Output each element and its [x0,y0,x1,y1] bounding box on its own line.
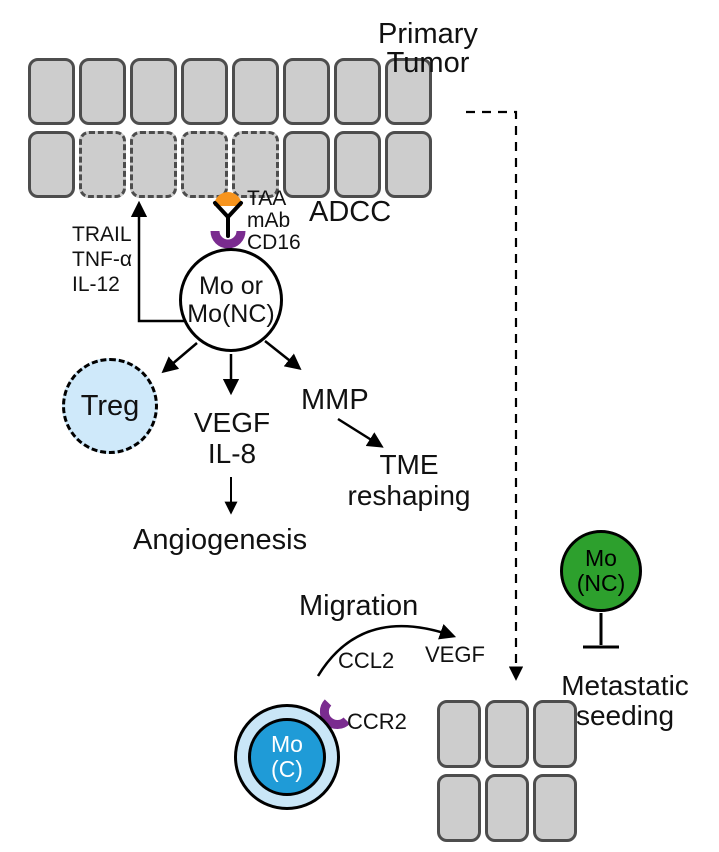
vegf-small-label: VEGF [425,642,485,667]
cytokine-list: TRAIL TNF-α IL-12 [72,223,132,298]
adcc-label: ADCC [309,196,392,228]
tumor-cell [181,58,228,125]
tumor-cell [283,131,330,198]
tumor-cell [437,774,481,842]
tumor-cell [334,131,381,198]
treg-circle: Treg [62,358,158,454]
monocyte-label-line2: Mo(NC) [187,300,275,328]
dying-tumor-cell [181,131,228,198]
tumor-cell [28,58,75,125]
mo-c-label-line1: Mo [271,730,303,757]
taa-label: TAA [247,187,287,210]
tme-reshaping-label: TME reshaping [347,449,471,512]
ccr2-label: CCR2 [347,709,407,734]
mo-nc-label-line1: Mo [585,544,617,571]
monocyte-label-line1: Mo or [199,272,263,300]
mab-label: mAb [247,209,291,232]
mo-c-label-line2: (C) [271,756,303,782]
tumor-cell [334,58,381,125]
monocyte-circle: Mo or Mo(NC) [179,248,283,352]
tumor-cell-row [28,131,432,198]
tumor-cell [485,774,529,842]
dying-tumor-cell [232,131,279,198]
cd16-label: CD16 [247,231,301,254]
metastatic-seeding-label: Metastatic seeding [561,670,689,731]
dying-tumor-cell [79,131,126,198]
vegf-il8-label: VEGF IL-8 [193,407,271,470]
tumor-cell [533,700,577,768]
primary-tumor-cell-grid [28,58,432,198]
tumor-cell [385,58,432,125]
tme-arrow [337,417,384,448]
tumor-cell-row [437,700,577,768]
tumor-cell-row [437,774,577,842]
angiogenesis-label: Angiogenesis [133,524,308,556]
il12-label: IL-12 [72,272,120,296]
tumor-cell [437,700,481,768]
trail-label: TRAIL [72,223,132,246]
tumor-cell [28,131,75,198]
mo-nc-circle: Mo (NC) [560,530,642,612]
tumor-cell [130,58,177,125]
dying-tumor-cell [130,131,177,198]
cd16-receptor-icon [210,230,246,249]
migration-label: Migration [299,590,419,622]
dissemination-dashed-arrow [466,110,524,681]
tumor-cell [385,131,432,198]
tumor-cell-row [28,58,432,125]
treg-arrow [161,342,198,374]
antibody-icon [213,201,243,238]
mo-c-outer-circle: Mo (C) [234,704,340,810]
tumor-cell [79,58,126,125]
mmp-arrow [264,340,302,371]
tnf-label: TNF-α [72,247,132,271]
metastatic-cell-grid [437,700,577,842]
ccl2-label: CCL2 [338,648,395,673]
tumor-cell [533,774,577,842]
tumor-cell [485,700,529,768]
primary-tumor-title: Primary Tumor [378,18,478,79]
tumor-cell [232,58,279,125]
treg-label: Treg [80,389,140,422]
tumor-cell [283,58,330,125]
mmp-label: MMP [301,384,369,416]
mo-nc-label-line2: (NC) [576,570,626,596]
mo-c-inner-circle: Mo (C) [248,718,326,796]
